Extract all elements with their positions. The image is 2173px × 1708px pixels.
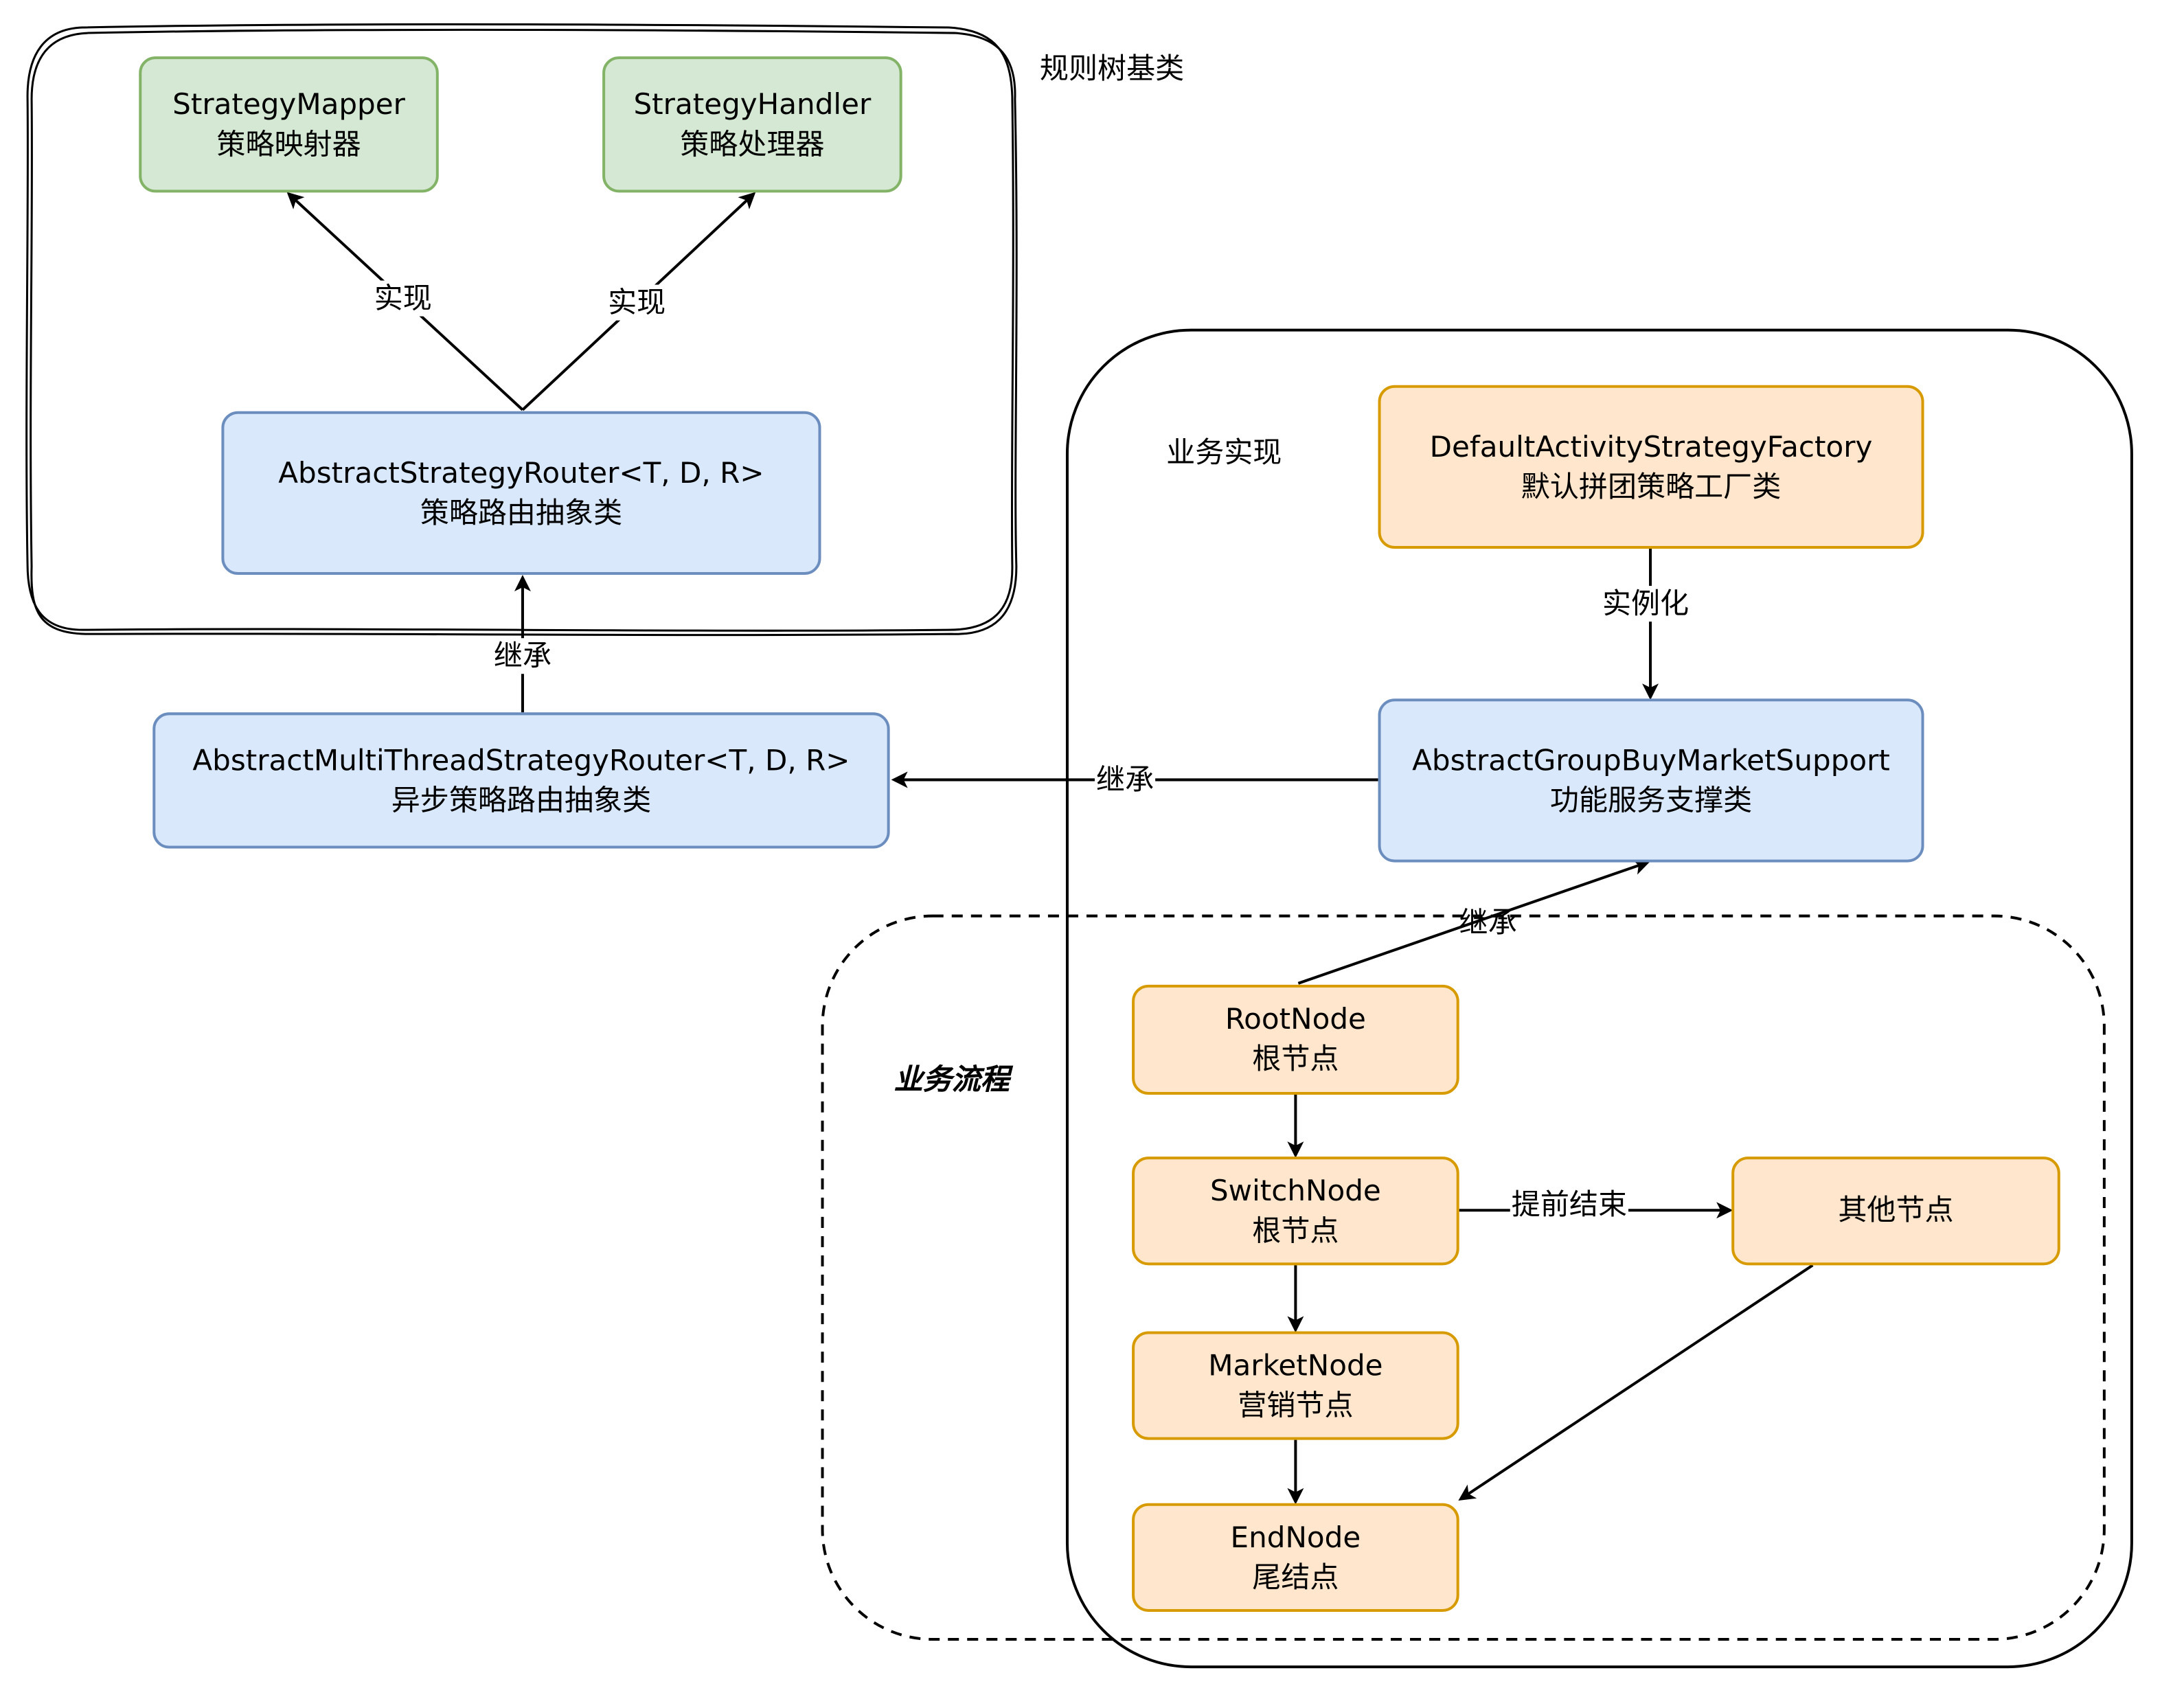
strategy-handler-node[interactable]: StrategyHandler 策略处理器: [602, 56, 902, 193]
instantiate-label: 实例化: [1600, 586, 1691, 622]
node-title: RootNode: [1225, 1002, 1366, 1036]
inherit-label-router: 继承: [492, 638, 554, 674]
switch-node[interactable]: SwitchNode 根节点: [1132, 1157, 1459, 1266]
default-activity-factory-node[interactable]: DefaultActivityStrategyFactory 默认拼团策略工厂类: [1378, 385, 1924, 549]
node-title: AbstractMultiThreadStrategyRouter<T, D, …: [192, 743, 850, 777]
node-subtitle: 功能服务支撑类: [1549, 783, 1753, 817]
inherit-label-support: 继承: [1095, 762, 1156, 798]
business-impl-group-title: 业务实现: [1166, 435, 1282, 469]
node-subtitle: 策略路由抽象类: [420, 495, 623, 529]
node-title: DefaultActivityStrategyFactory: [1429, 429, 1873, 463]
business-flow-group-frame: [821, 914, 2106, 1641]
node-title: AbstractGroupBuyMarketSupport: [1412, 743, 1890, 777]
node-subtitle: 尾结点: [1252, 1560, 1339, 1593]
node-subtitle: 策略处理器: [680, 127, 825, 161]
other-node[interactable]: 其他节点: [1731, 1157, 2060, 1266]
node-subtitle: 策略映射器: [216, 127, 361, 161]
node-subtitle: 默认拼团策略工厂类: [1521, 469, 1782, 503]
node-title: 其他节点: [1838, 1194, 1954, 1227]
node-title: StrategyMapper: [172, 87, 405, 121]
business-flow-group-title: 业务流程: [894, 1062, 1010, 1097]
flow-arrow-other-end: [1458, 1264, 1814, 1501]
end-node[interactable]: EndNode 尾结点: [1132, 1503, 1459, 1612]
early-end-label: 提前结束: [1510, 1187, 1628, 1223]
node-title: SwitchNode: [1209, 1174, 1381, 1207]
node-title: MarketNode: [1208, 1348, 1383, 1382]
business-impl-group-frame: [1065, 328, 2133, 1669]
node-subtitle: 根节点: [1252, 1042, 1339, 1075]
implement-label-right: 实现: [606, 284, 668, 321]
node-title: StrategyHandler: [633, 87, 872, 121]
rule-tree-group-frame: [25, 23, 1018, 637]
inherit-arrow-root: [1297, 858, 1650, 985]
node-title: AbstractStrategyRouter<T, D, R>: [278, 455, 764, 489]
node-subtitle: 根节点: [1252, 1214, 1339, 1247]
abstract-multi-thread-router-node[interactable]: AbstractMultiThreadStrategyRouter<T, D, …: [152, 712, 890, 849]
implement-label-left: 实现: [372, 280, 433, 317]
inherit-label-root: 继承: [1459, 906, 1517, 940]
abstract-group-buy-support-node[interactable]: AbstractGroupBuyMarketSupport 功能服务支撑类: [1378, 698, 1924, 863]
rule-tree-group-title: 规则树基类: [1039, 52, 1185, 86]
node-subtitle: 异步策略路由抽象类: [391, 783, 652, 817]
root-node[interactable]: RootNode 根节点: [1132, 984, 1459, 1095]
node-subtitle: 营销节点: [1238, 1388, 1354, 1422]
strategy-mapper-node[interactable]: StrategyMapper 策略映射器: [139, 56, 439, 193]
abstract-strategy-router-node[interactable]: AbstractStrategyRouter<T, D, R> 策略路由抽象类: [221, 411, 821, 576]
node-title: EndNode: [1230, 1520, 1361, 1553]
market-node[interactable]: MarketNode 营销节点: [1132, 1331, 1459, 1440]
